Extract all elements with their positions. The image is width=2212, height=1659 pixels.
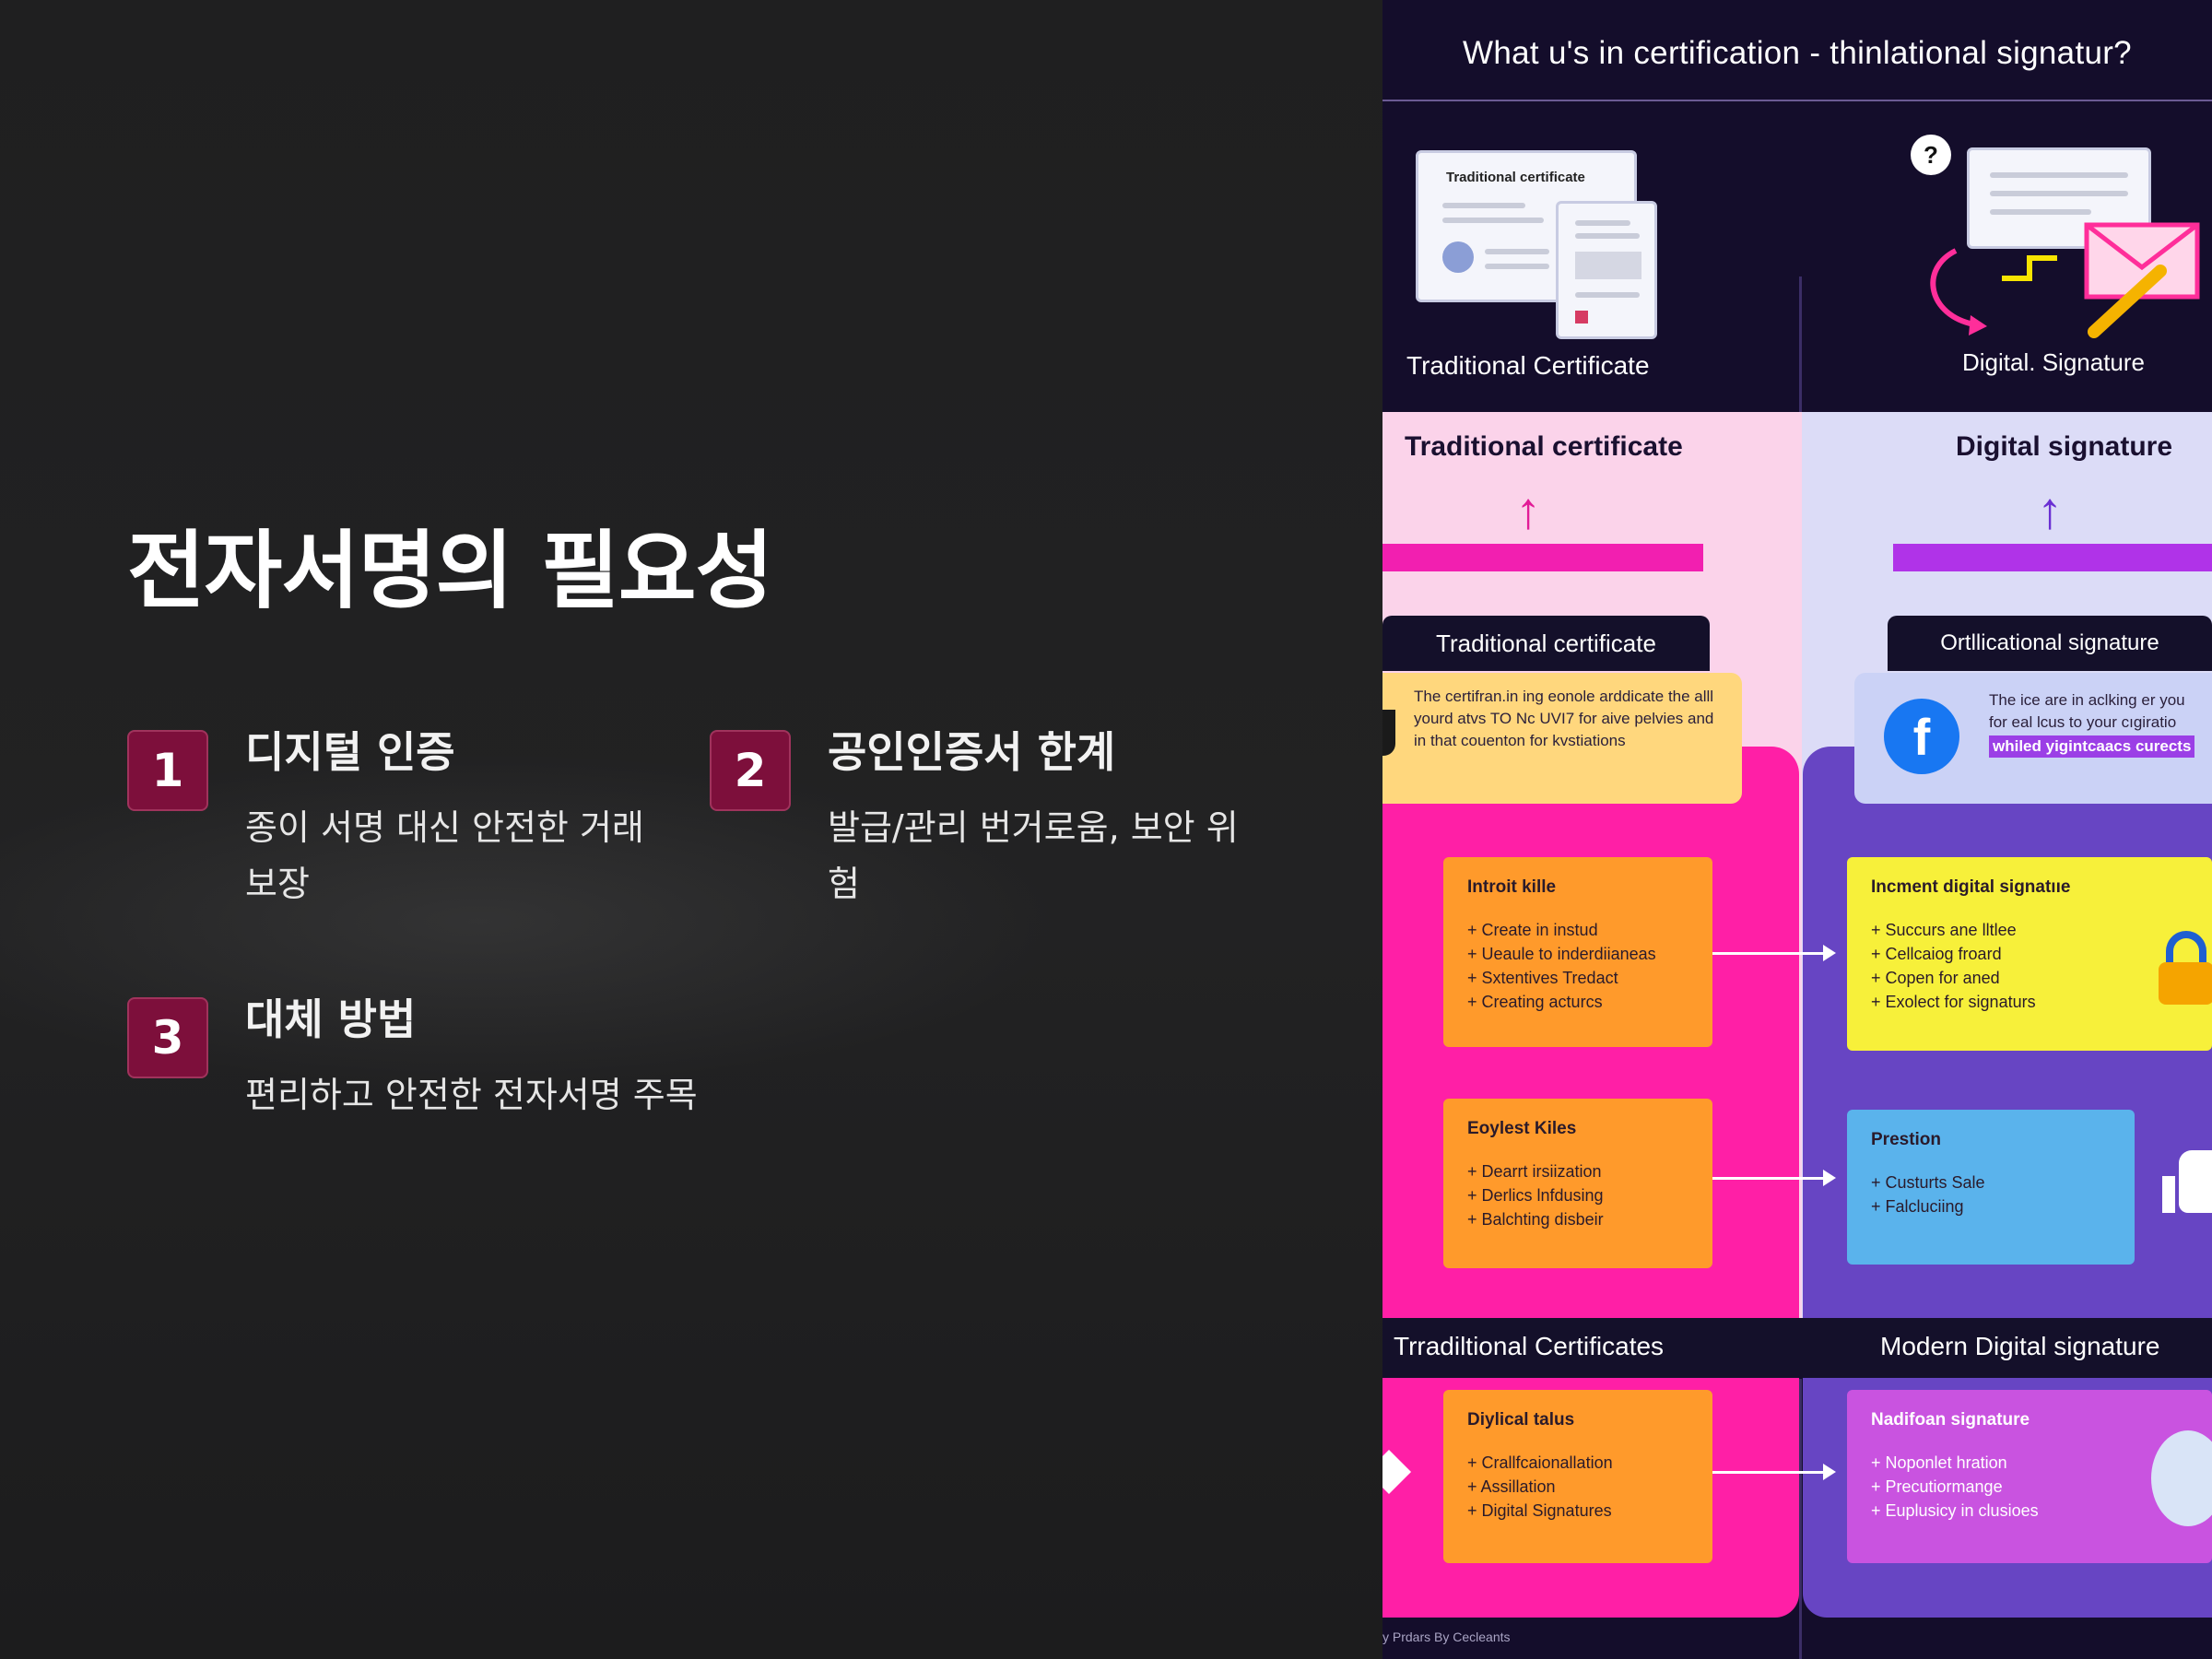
info-card: Prestion + Custurts Sale + Falcluciing <box>1847 1110 2135 1265</box>
card-title: Eoylest Kiles <box>1467 1119 1577 1138</box>
card-line: + Copen for aned <box>1871 969 2000 987</box>
card-line: + Balchting disbeir <box>1467 1210 1604 1229</box>
divider <box>1382 100 2212 101</box>
right-note: f The ice are in aclking er you for eal … <box>1854 673 2212 804</box>
bottom-left-label: Trradiltional Certificates <box>1394 1332 1665 1360</box>
info-card: Introit kille + Create in instud + Ueaul… <box>1443 857 1712 1047</box>
arrow-up-icon: ↑ <box>2037 481 2063 539</box>
document-icon <box>1556 201 1657 339</box>
progress-bar <box>1382 544 1703 571</box>
card-line: + Create in instud <box>1467 921 1598 939</box>
card-title: Prestion <box>1871 1130 1942 1149</box>
right-tab: Ortllicational signature <box>1888 616 2212 671</box>
certificate-card-title: Traditional certificate <box>1446 170 1585 185</box>
facebook-icon: f <box>1884 699 1959 774</box>
question-icon: ? <box>1911 135 1951 175</box>
arrow-up-icon: ↑ <box>1515 481 1541 539</box>
arrow-right-icon <box>1712 1464 1836 1480</box>
left-column-header: Traditional certificate <box>1405 431 1683 462</box>
card-line: + Dearrt irsiization <box>1467 1162 1602 1181</box>
item-description: 종이 서명 대신 안전한 거래 보장 <box>245 807 644 904</box>
section-bar <box>1382 1318 2212 1379</box>
info-card: Incment digital signatııe + Succurs ane … <box>1847 857 2212 1051</box>
item-number-badge: 1 <box>127 730 208 811</box>
slide-title: 전자서명의 필요성 <box>127 522 773 620</box>
card-title: Introit kille <box>1467 877 1557 897</box>
hero-right-label: Digital. Signature <box>1962 348 2145 376</box>
card-line: + Creating acturcs <box>1467 993 1603 1011</box>
info-card: Eoylest Kiles + Dearrt irsiization + Der… <box>1443 1099 1712 1268</box>
item-number-badge: 2 <box>710 730 791 811</box>
card-line: + Falcluciing <box>1871 1197 1964 1216</box>
right-column-header: Digital signature <box>1956 431 2173 462</box>
card-line: + Precutiormange <box>1871 1477 2003 1496</box>
card-line: + Ueaule to inderdiianeas <box>1467 945 1656 963</box>
item-heading: 디지털 인증 <box>245 727 455 777</box>
left-note: The certifran.in ing eonole arddicate th… <box>1382 673 1742 804</box>
card-line: + Digital Signatures <box>1467 1501 1612 1520</box>
thumbs-up-icon <box>2162 1150 2212 1218</box>
item-heading: 대체 방법 <box>245 994 417 1044</box>
certificate-icon: Traditional certificate <box>1416 150 1637 302</box>
lock-icon <box>2155 931 2212 1005</box>
arrow-right-icon <box>1712 1170 1836 1186</box>
card-line: + Assillation <box>1467 1477 1556 1496</box>
card-line: + Euplusicy in clusioes <box>1871 1501 2039 1520</box>
info-card: Diylical talus + Crallfcaionallation + A… <box>1443 1390 1712 1563</box>
card-line: + Derlics lnfdusing <box>1467 1186 1604 1205</box>
card-line: + Succurs ane lltlee <box>1871 921 2017 939</box>
hero-left-label: Traditional Certificate <box>1406 351 1650 380</box>
card-line: + Exolect for signaturs <box>1871 993 2036 1011</box>
progress-bar <box>1893 544 2212 571</box>
slide-panel: 전자서명의 필요성 1 디지털 인증 종이 서명 대신 안전한 거래 보장 2 … <box>0 0 1382 1659</box>
infographic-title: What u's in certification - thinlational… <box>1463 35 2132 71</box>
item-heading: 공인인증서 한계 <box>828 727 1116 777</box>
left-tab: Traditional certificate <box>1382 616 1710 671</box>
card-title: Incment digital signatııe <box>1871 877 2071 897</box>
shield-icon <box>1382 710 1395 756</box>
right-note-line: The ice are in aclking er you <box>1989 691 2185 709</box>
footer-text: y Prdars By Cecleants <box>1382 1630 1511 1644</box>
bottom-right-label: Modern Digital signature <box>1880 1332 2160 1360</box>
card-line: + Crallfcaionallation <box>1467 1453 1613 1472</box>
card-line: + Sxtentives Tredact <box>1467 969 1618 987</box>
arrow-right-icon <box>1712 945 1836 961</box>
envelope-pencil-icon <box>1930 222 2200 338</box>
globe-icon <box>2151 1430 2212 1526</box>
card-line: + Noponlet hration <box>1871 1453 2007 1472</box>
card-line: + Custurts Sale <box>1871 1173 1985 1192</box>
item-description: 편리하고 안전한 전자서명 주목 <box>245 1075 698 1115</box>
right-note-line: whiled yigintcaacs curects <box>1989 735 2195 758</box>
card-line: + Cellcaiog froard <box>1871 945 2002 963</box>
infographic-image: What u's in certification - thinlational… <box>1382 0 2212 1659</box>
item-number-badge: 3 <box>127 997 208 1078</box>
card-title: Nadifoan signature <box>1871 1410 2030 1430</box>
card-title: Diylical talus <box>1467 1410 1575 1430</box>
item-description: 발급/관리 번거로움, 보안 위험 <box>828 807 1239 904</box>
right-note-line: for eal lcus to your cıgiratio <box>1989 713 2177 731</box>
